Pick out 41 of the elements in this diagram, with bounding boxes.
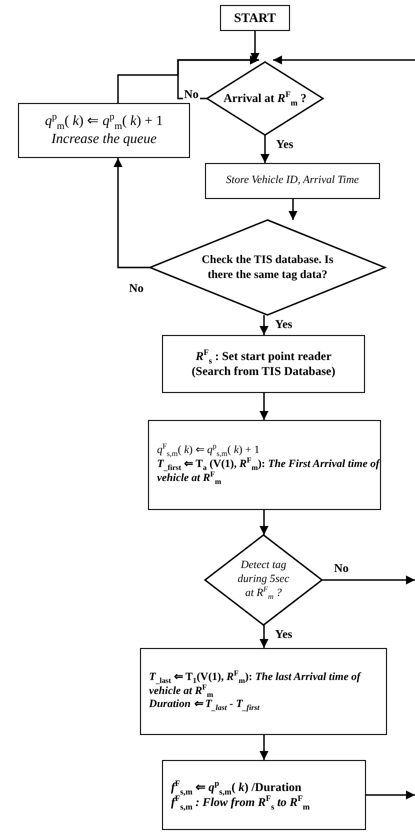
arrow: [288, 199, 298, 220]
step-text: q$^{p}$$_{m}$( k) ⇐ q$^{p}$$_{m}$( k) + 1: [44, 113, 164, 130]
arrow: [260, 393, 268, 420]
decision-diamond: [205, 535, 322, 625]
step-text: Check the TIS database. Is there the same tag data?: [200, 253, 334, 282]
arrow: [273, 56, 415, 64]
arrow: [117, 56, 259, 103]
step-text: Increase the queue: [51, 130, 157, 148]
arrow: [260, 735, 268, 760]
step-text: R$^{F}$$_{s}$ : Set start point reader: [196, 349, 332, 364]
edge-label: Yes: [274, 628, 294, 640]
edge-label: No: [128, 282, 145, 294]
process-box: [148, 420, 381, 510]
arrow: [260, 135, 270, 163]
process-box: [220, 5, 290, 31]
decision-diamond: [150, 220, 385, 315]
step-text: Detect tag during 5sec at R$^{F}$$_{m}$ ?: [236, 559, 290, 601]
process-box: [162, 760, 366, 830]
arrow: [260, 625, 268, 648]
process-box: [18, 103, 190, 158]
arrow: [366, 790, 415, 800]
step-text: START: [234, 10, 276, 26]
process-box: [205, 163, 380, 199]
step-text: q$^{F}$$_{s,m}$( k) ⇐ q$^{p}$$_{s,m}$( k) + 1: [156, 444, 260, 458]
edge-label: No: [183, 88, 200, 100]
step-text: (Search from TIS Database): [192, 364, 336, 379]
step-text: Duration ⇐ T$_{_last}$ - T$_{_first}$: [148, 698, 260, 712]
arrow: [260, 315, 268, 335]
step-text: Store Vehicle ID, Arrival Time: [226, 174, 359, 188]
edge-label: Yes: [275, 138, 294, 150]
arrow: [322, 576, 415, 584]
arrow: [250, 31, 260, 62]
decision-diamond: [207, 62, 323, 135]
step-text: Arrival at R$^{F}$$_{m}$ ?: [223, 91, 307, 106]
process-box: [162, 335, 365, 393]
edge-label: No: [333, 562, 350, 574]
edge-label: Yes: [274, 318, 294, 330]
arrow: [114, 158, 150, 268]
arrow: [260, 510, 268, 535]
process-box: [140, 648, 387, 735]
step-text: f$^{F}$$_{s,m}$ ⇐ q$^{p}$$_{s,m}$( k) /Duration: [170, 780, 302, 795]
